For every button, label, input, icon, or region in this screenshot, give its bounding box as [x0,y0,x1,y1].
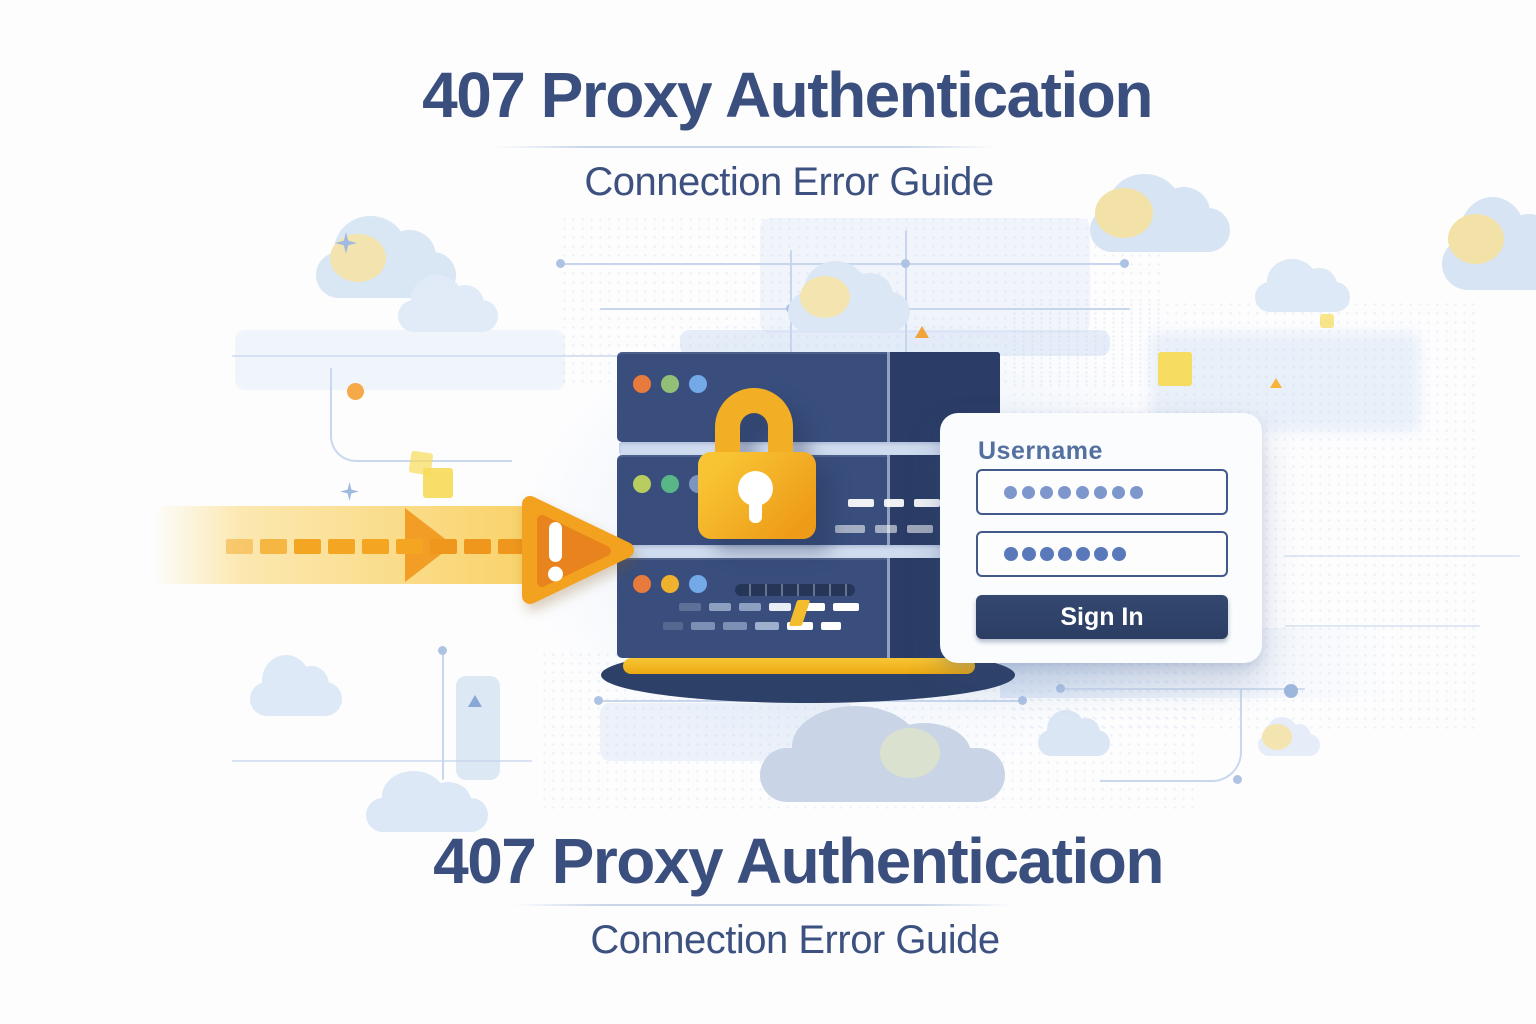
circuit-node [1056,684,1065,693]
cloud-decoration [398,275,498,332]
server-unit-1 [617,352,1000,442]
login-card: Username Sign In [940,413,1262,663]
cloud-decoration [1255,258,1350,312]
led-dot [689,575,707,593]
lock-shackle [715,388,793,460]
circuit-node [594,696,603,705]
server-led-row [633,475,707,493]
cloud-decoration [250,655,342,716]
exclamation-bar [549,522,562,562]
server-unit-gap [619,442,997,455]
server-dash-row [663,622,841,630]
page-title: 407 Proxy Authentication [422,59,1153,131]
username-label: Username [978,437,1103,465]
background-panel [456,676,500,780]
password-dot [1040,547,1054,561]
circuit-node [901,259,910,268]
cloud-decoration [1095,188,1153,238]
circuit-line [1060,688,1305,690]
accent-square [423,468,453,498]
password-dot [1112,547,1126,561]
password-dot [1058,547,1072,561]
warning-icon [522,496,634,604]
accent-triangle [468,695,482,707]
led-dot [661,375,679,393]
lock-icon [698,388,818,543]
sign-in-button[interactable]: Sign In [976,595,1228,639]
led-dot [661,475,679,493]
circuit-line [1285,625,1480,627]
password-dot [1040,485,1053,499]
password-dot [1004,547,1018,561]
arrow-dashed-line [226,539,525,554]
title-divider [495,146,995,148]
circuit-corner [330,368,512,462]
password-dot [1076,547,1090,561]
password-dot [1004,485,1017,499]
accent-triangle [1270,378,1282,388]
server-led-row [633,375,707,393]
circuit-node [1233,775,1242,784]
cloud-decoration [1448,214,1504,264]
password-dot [1022,485,1035,499]
accent-square [1158,352,1192,386]
circuit-node [1284,684,1298,698]
server-unit-gap [619,545,997,558]
led-dot [633,575,651,593]
circuit-line [232,355,652,357]
circuit-line [232,760,532,762]
cloud-decoration [330,234,386,282]
accent-star [340,482,359,501]
accent-triangle [915,326,929,338]
server-dash-row [679,603,859,611]
accent-square [1320,314,1334,328]
password-dot [1094,547,1108,561]
led-dot [633,475,651,493]
cloud-decoration [880,728,940,778]
server-base-strip [623,658,975,674]
server-vent [735,584,855,596]
exclamation-dot [548,566,563,582]
password-input[interactable] [976,531,1228,577]
password-dot [1076,485,1089,499]
password-dot [1022,547,1036,561]
circuit-node [438,646,447,655]
lock-body [698,452,816,539]
background-panel [680,330,1110,356]
circuit-line [442,650,444,780]
footer-subtitle: Connection Error Guide [590,918,1000,962]
username-input[interactable] [976,469,1228,515]
circuit-line [1285,555,1520,557]
circuit-node [1018,696,1027,705]
password-dot [1130,485,1143,499]
circuit-node [1120,259,1129,268]
keyhole-stem [749,496,762,523]
cloud-decoration [1038,709,1110,756]
page-subtitle: Connection Error Guide [584,160,994,204]
cloud-decoration [1262,724,1292,750]
footer-title: 407 Proxy Authentication [433,825,1164,897]
server-led-row [633,575,707,593]
cloud-decoration [800,276,850,318]
footer-title-divider [512,904,1012,906]
password-dot [1094,485,1107,499]
circuit-node [556,259,565,268]
led-dot [633,375,651,393]
password-dot [1058,485,1071,499]
password-dot [1112,485,1125,499]
accent-dot [347,383,364,400]
circuit-corner [1100,688,1242,782]
cloud-decoration [366,771,488,832]
led-dot [661,575,679,593]
led-dot [689,375,707,393]
